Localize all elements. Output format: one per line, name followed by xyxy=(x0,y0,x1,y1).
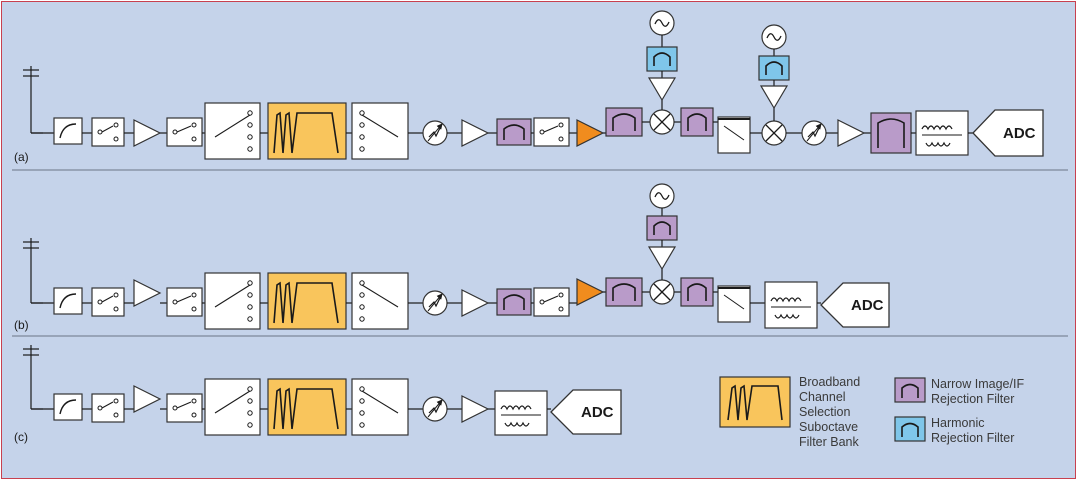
image-rejection-filter xyxy=(496,288,532,316)
lo-amplifier xyxy=(647,77,677,102)
row-label: (b) xyxy=(14,318,29,332)
preselector-filter xyxy=(53,117,83,145)
legend-filter-bank-line-4: Suboctave xyxy=(799,420,858,434)
local-oscillator-chain xyxy=(646,183,678,280)
adc-label: ADC xyxy=(851,297,884,314)
lo-filter xyxy=(758,55,790,81)
row-label: (c) xyxy=(14,430,28,444)
mixer-icon xyxy=(649,109,675,135)
legend-filter-bank-swatch xyxy=(719,376,791,428)
driver-amplifier xyxy=(576,278,605,306)
filter-bank-output-switch xyxy=(351,378,409,436)
rf-switch xyxy=(166,287,203,317)
variable-attenuator-icon xyxy=(422,396,448,422)
legend-filter-bank-line-5: Filter Bank xyxy=(799,435,859,449)
low-noise-amplifier xyxy=(133,385,162,413)
filter-bank-input-switch xyxy=(204,378,261,436)
anti-alias-filter xyxy=(915,110,969,156)
lo-filter xyxy=(646,46,678,72)
filter-bank-output-switch xyxy=(351,272,409,330)
if-filter-2 xyxy=(870,112,912,154)
lo-amplifier xyxy=(759,85,789,110)
antenna-icon xyxy=(23,238,43,304)
adc-label: ADC xyxy=(1003,125,1036,142)
preselector-filter xyxy=(53,287,83,315)
variable-attenuator-icon xyxy=(422,290,448,316)
rf-switch xyxy=(166,393,203,423)
channel-selection-filter-bank xyxy=(267,102,347,160)
legend-filter-bank-line-3: Selection xyxy=(799,405,850,419)
anti-alias-filter xyxy=(494,390,548,436)
image-rejection-filter xyxy=(496,118,532,146)
if-filter-1 xyxy=(680,107,714,137)
local-oscillator-chain xyxy=(758,24,790,121)
rf-image-filter xyxy=(605,107,643,137)
if-bypass-switch xyxy=(717,285,751,323)
row-label: (a) xyxy=(14,150,29,164)
mixer-icon xyxy=(649,279,675,305)
rf-gain-amplifier xyxy=(461,119,490,147)
filter-bank-output-switch xyxy=(351,102,409,160)
legend-filter-bank-line-2: Channel xyxy=(799,390,846,404)
lna-bypass-switch xyxy=(91,287,125,317)
legend-harmonic-filter-swatch xyxy=(894,416,926,442)
legend-harmonic-filter-line-2: Rejection Filter xyxy=(931,431,1014,445)
rf-switch xyxy=(166,117,203,147)
driver-amplifier xyxy=(576,119,605,147)
filter-bank-input-switch xyxy=(204,272,261,330)
rf-gain-amplifier xyxy=(461,289,490,317)
if-filter-1 xyxy=(680,277,714,307)
mixer-icon xyxy=(761,120,787,146)
rf-image-filter xyxy=(605,277,643,307)
channel-selection-filter-bank xyxy=(267,378,347,436)
row-a-superheterodyne-dual-conversion: ADC (a) xyxy=(14,10,1044,164)
adc-block: ADC xyxy=(972,109,1044,157)
legend-narrow-filter-line-1: Narrow Image/IF xyxy=(931,377,1024,391)
legend-filter-bank-line-1: Broadband xyxy=(799,375,860,389)
legend-narrow-filter-line-2: Rejection Filter xyxy=(931,392,1014,406)
filter-bank-input-switch xyxy=(204,102,261,160)
if-amplifier xyxy=(837,119,866,147)
channel-selection-filter-bank xyxy=(267,272,347,330)
low-noise-amplifier xyxy=(133,119,162,147)
adc-label: ADC xyxy=(581,404,614,421)
variable-attenuator-icon xyxy=(801,120,827,146)
variable-attenuator-icon xyxy=(422,120,448,146)
antenna-icon xyxy=(23,345,43,410)
adc-block: ADC xyxy=(550,389,622,435)
band-switch xyxy=(533,287,570,317)
antenna-icon xyxy=(23,66,43,134)
anti-alias-filter xyxy=(764,281,818,329)
legend: Broadband Channel Selection Suboctave Fi… xyxy=(719,375,1024,449)
lo-filter xyxy=(646,215,678,241)
gain-amplifier xyxy=(461,395,490,423)
band-switch xyxy=(533,117,570,147)
row-separators xyxy=(12,169,1068,337)
row-c-direct-sampling: ADC (c) xyxy=(14,345,622,444)
local-oscillator-chain xyxy=(646,10,678,110)
lna-bypass-switch xyxy=(91,393,125,423)
lo-amplifier xyxy=(647,246,677,271)
preselector-filter xyxy=(53,393,83,421)
row-b-superheterodyne-single-conversion: ADC (b) xyxy=(14,183,890,332)
legend-narrow-filter-swatch xyxy=(894,377,926,403)
lna-bypass-switch xyxy=(91,117,125,147)
adc-block: ADC xyxy=(820,282,890,328)
low-noise-amplifier xyxy=(133,279,162,307)
if-bypass-switch xyxy=(717,116,751,154)
legend-harmonic-filter-line-1: Harmonic xyxy=(931,416,985,430)
